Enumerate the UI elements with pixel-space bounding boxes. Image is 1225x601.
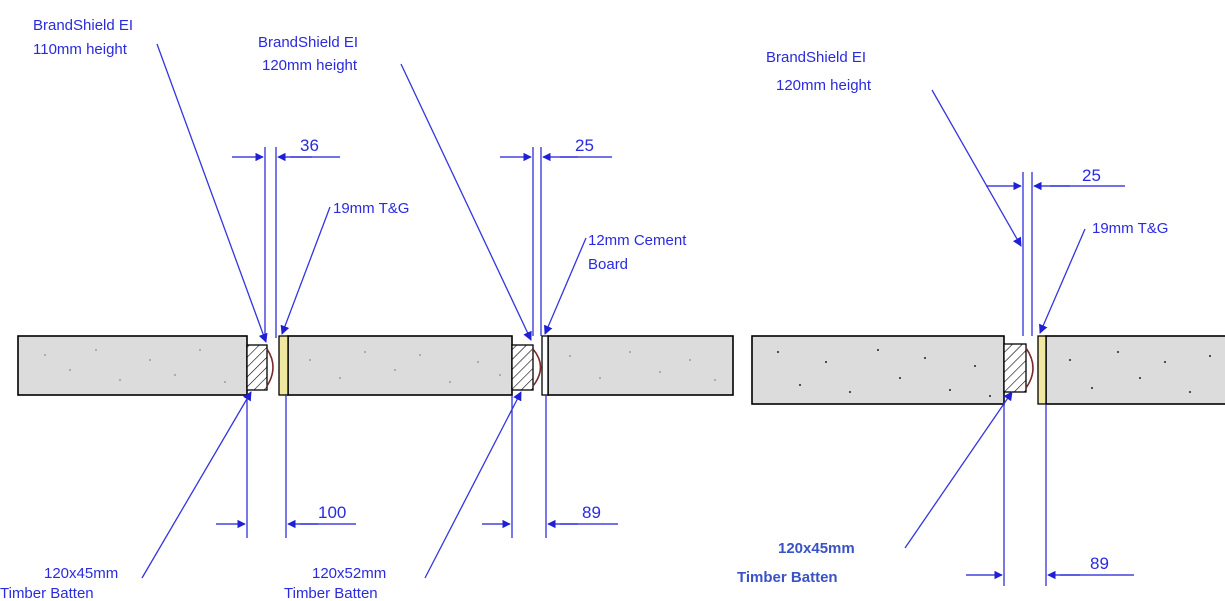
dimension-bottom-a: 100 — [318, 503, 346, 522]
board-label-a: 19mm T&G — [333, 200, 409, 217]
cement-board — [541, 335, 549, 396]
brandshield-seal — [532, 348, 542, 387]
brandshield-label-line2: 120mm height — [776, 77, 872, 94]
brandshield-label-b-line1: BrandShield EI — [258, 34, 358, 51]
brandshield-seal — [266, 348, 274, 387]
dimension-top-b: 25 — [575, 136, 594, 155]
speckle-texture — [777, 349, 1211, 397]
tg-board — [278, 335, 289, 396]
concrete-wall-segment — [287, 335, 513, 396]
brandshield-label-a-line2: 110mm height — [33, 41, 128, 58]
concrete-wall-segment — [1045, 335, 1225, 405]
timber-batten-hatch — [247, 345, 267, 390]
dimension-top: 25 — [1082, 166, 1101, 185]
brandshield-label-b-line2: 120mm height — [262, 57, 358, 74]
concrete-wall-segment — [17, 335, 248, 396]
diagram-left: 36 25 100 89 BrandShield EI 110mm height — [0, 17, 734, 601]
dimension-bottom: 89 — [1090, 554, 1109, 573]
dimension-top-a: 36 — [300, 136, 319, 155]
timber-batten-hatch — [1004, 344, 1026, 392]
board-label-b-line2: Board — [588, 256, 628, 273]
batten-label-b-line1: 120x52mm — [312, 565, 386, 582]
brandshield-label-a-line1: BrandShield EI — [33, 17, 133, 34]
batten-label-b-line2: Timber Batten — [284, 585, 378, 601]
concrete-wall-segment — [751, 335, 1005, 405]
board-label-b-line1: 12mm Cement — [588, 232, 687, 249]
brandshield-seal — [1025, 347, 1034, 389]
timber-batten-hatch — [512, 345, 533, 390]
board-label: 19mm T&G — [1092, 220, 1168, 237]
batten-label-line1: 120x45mm — [778, 540, 855, 557]
brandshield-label-line1: BrandShield EI — [766, 49, 866, 66]
diagram-right: 25 89 BrandShield EI 120mm height 19mm T… — [737, 49, 1225, 586]
tg-board — [1037, 335, 1047, 405]
concrete-wall-segment — [547, 335, 734, 396]
batten-label-line2: Timber Batten — [737, 569, 838, 586]
batten-label-a-line2: Timber Batten — [0, 585, 94, 601]
speckle-texture — [44, 349, 716, 383]
batten-label-a-line1: 120x45mm — [44, 565, 118, 582]
dimension-bottom-b: 89 — [582, 503, 601, 522]
